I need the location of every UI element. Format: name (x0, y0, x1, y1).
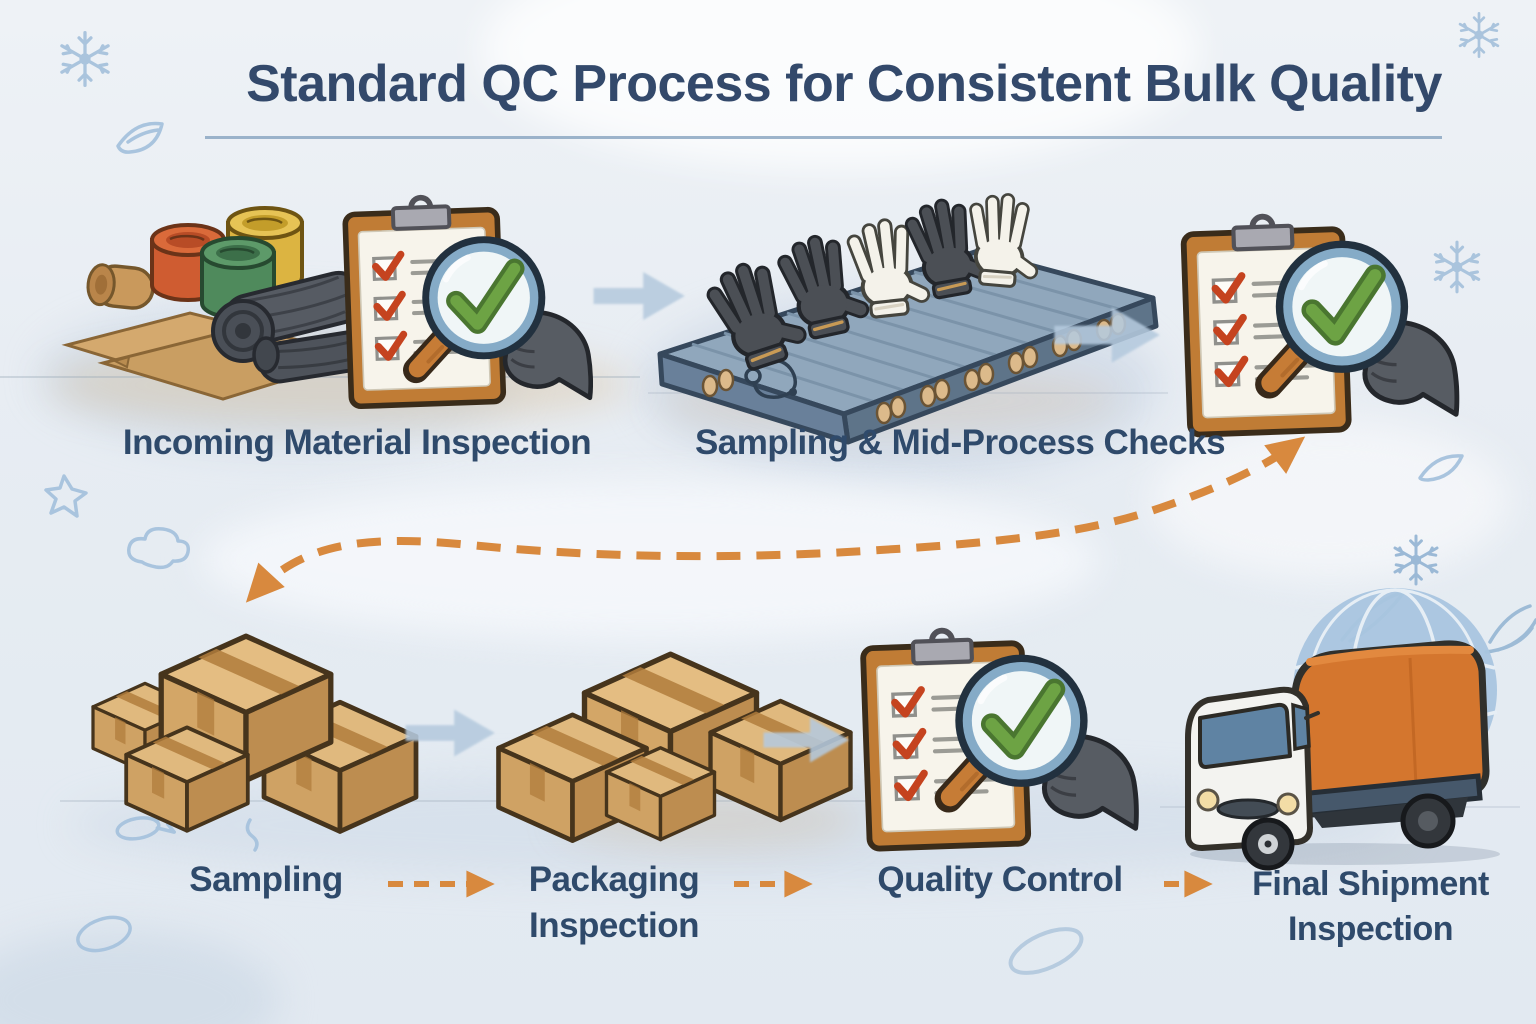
leaf-doodle (1418, 454, 1464, 482)
raw-materials-illustration (61, 185, 625, 430)
truck-cab (1185, 686, 1320, 851)
clipboard-magnifier-illustration (838, 612, 1168, 870)
stage-label-incoming-material: Incoming Material Inspection (122, 423, 592, 462)
star-doodle (44, 474, 88, 518)
snowflake-icon (1458, 12, 1500, 58)
stage-label-packaging-inspection: Packaging Inspection (528, 860, 700, 946)
flow-arrow-right-icon (1048, 298, 1168, 372)
tan-roll (86, 263, 155, 310)
delivery-truck-illustration (1185, 588, 1500, 871)
title-underline (205, 136, 1442, 139)
clipboard-magnifier-illustration (1166, 198, 1481, 456)
truck-cargo (1291, 640, 1490, 828)
white-glove-icon (970, 198, 1036, 288)
snowflake-icon (1393, 534, 1439, 586)
background-wash (0, 930, 280, 1024)
stage-label-sampling-midprocess: Sampling & Mid-Process Checks (694, 423, 1226, 462)
circle-doodle (76, 915, 132, 953)
cloud-doodle (127, 526, 191, 570)
oval-doodle (1008, 927, 1084, 975)
stage-label-final-shipment: Final Shipment Inspection (1252, 865, 1489, 948)
stage-label-quality-control: Quality Control (877, 860, 1123, 899)
flow-arrow-right-icon (404, 696, 498, 770)
page-title: Standard QC Process for Consistent Bulk … (246, 55, 1442, 113)
snowflake-icon (60, 30, 110, 88)
leaf-doodle (116, 121, 164, 154)
stage-label-sampling: Sampling (189, 860, 343, 899)
